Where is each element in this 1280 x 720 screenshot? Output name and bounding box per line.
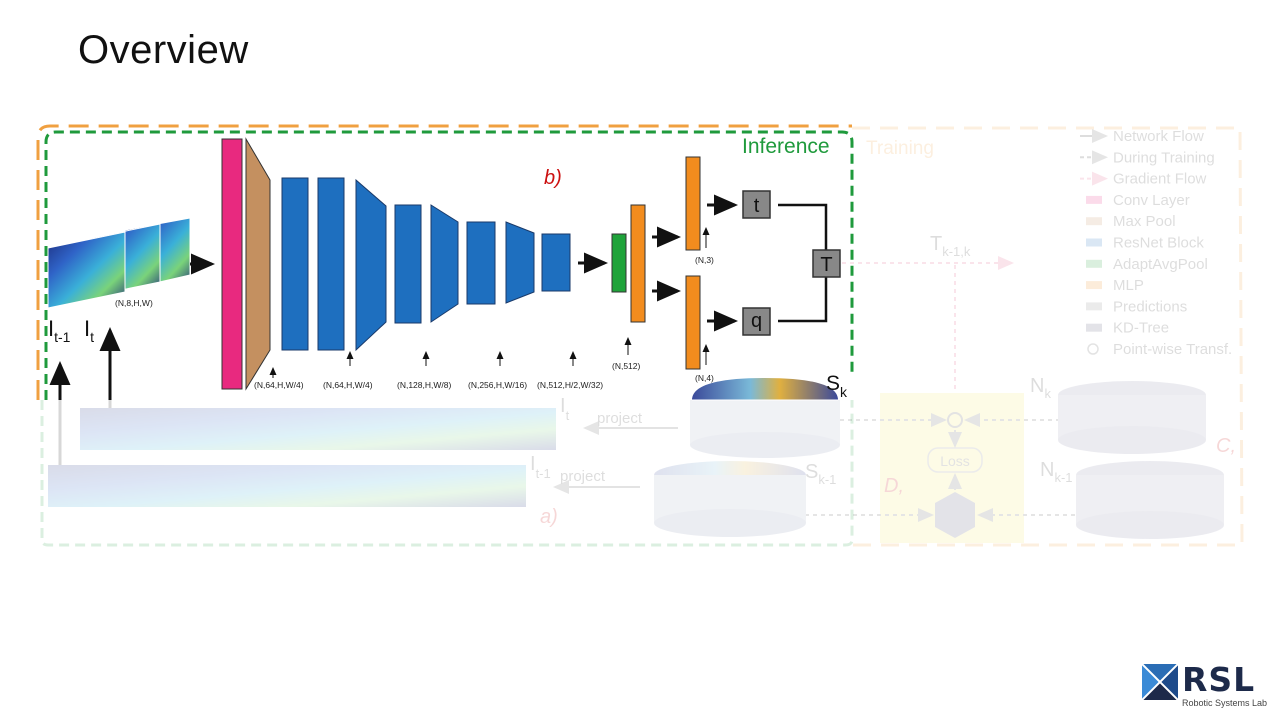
translation-output-box [742,190,771,219]
loss-label: Loss [940,453,970,469]
conv-layer [221,138,243,390]
loss-region [880,393,1024,543]
legend-label: MLP [1113,277,1144,294]
mlp-shared [630,204,646,323]
mlp-rotation [685,275,701,370]
logo-subtitle: Robotic Systems Lab [1182,698,1268,708]
projected-image-t [80,408,556,450]
resnet-block-1a [281,177,309,351]
panel-d-label: D, [884,475,904,497]
dim-mlp-t-label: (N,3) [695,255,714,265]
dim-res3-label: (N,256,H,W/16) [468,380,527,390]
scan-cloud-k-minus-1 [654,461,806,537]
s-k-label: Sk [826,372,848,400]
dim-pool-label: (N,512) [612,361,641,371]
n-k-label: Nk [1030,375,1051,401]
adaptive-avg-pool [611,233,627,293]
rotation-output-label: q [751,310,762,332]
legend-marker [1086,323,1102,332]
legend-label: Network Flow [1113,128,1204,145]
legend-marker [1086,238,1102,247]
rsl-logo-mark-icon [1141,663,1179,701]
resnet-down-3 [505,221,535,304]
proj-i-t-minus-1-label: It-1 [530,453,551,481]
resnet-block-4 [541,233,571,292]
dimension-annotations: (N,64,H,W/4) (N,64,H,W/4) (N,128,H,W/8) … [254,227,714,390]
panel-a-label: a) [540,506,558,528]
mlp-translation [685,156,701,251]
legend-marker [1086,302,1102,311]
slide-title: Overview [78,28,249,72]
legend-marker [1086,281,1102,290]
legend-label: KD-Tree [1113,320,1169,337]
legend-label: AdaptAvgPool [1113,256,1208,273]
maxpool-layer [245,137,271,391]
normals-cloud-k [1058,381,1206,454]
translation-output-label: t [754,195,760,217]
t-k-minus-1-k-label: Tk-1,k [930,233,971,259]
dim-res1-label: (N,64,H,W/4) [323,380,373,390]
resnet-block-2 [394,204,422,324]
legend-label: Predictions [1113,298,1187,315]
legend-label: Gradient Flow [1113,171,1207,188]
scan-cloud-k [692,378,838,401]
rsl-logo: RSL Robotic Systems Lab [1141,660,1268,710]
project-label-2: project [560,468,606,485]
legend-marker [1086,217,1102,226]
projected-image-t-minus-1 [48,465,526,507]
s-k-minus-1-label: Sk-1 [805,461,836,487]
legend-label: During Training [1113,149,1215,166]
transform-output-label: T [820,254,832,276]
legend-label: Point-wise Transf. [1113,341,1232,358]
legend-marker [1087,343,1099,355]
input-range-images [47,217,191,309]
resnet-block-3 [466,221,496,305]
normals-cloud-k-minus-1 [1076,461,1224,539]
dim-res4-label: (N,512,H/2,W/32) [537,380,603,390]
resnet-down-1 [355,178,387,352]
resnet-down-2 [430,204,459,323]
dim-mlp-q-label: (N,4) [695,373,714,383]
legend-label: Conv Layer [1113,192,1190,209]
panel-b-label: b) [544,167,562,189]
legend-label: ResNet Block [1113,235,1204,252]
rotation-output-box [742,307,771,336]
resnet-block-1b [317,177,345,351]
training-label: Training [866,138,934,159]
pointwise-transform [947,412,963,428]
legend-marker [1086,259,1102,268]
inference-label: Inference [742,135,830,158]
dim-res2-label: (N,128,H,W/8) [397,380,451,390]
input-label-t-minus-1: It-1 [48,316,71,345]
proj-i-t-label: It [560,395,570,423]
n-k-minus-1-label: Nk-1 [1040,459,1073,485]
logo-text: RSL [1182,660,1256,699]
kd-tree-hexagon [935,492,975,538]
legend-marker [1086,195,1102,204]
inference-border [44,130,854,400]
input-dim-label: (N,8,H,W) [115,298,153,308]
input-label-t: It [84,316,94,345]
panel-c-label: C, [1216,435,1236,457]
project-label-1: project [597,410,643,427]
loss-box [927,447,983,473]
legend-label: Max Pool [1113,213,1176,230]
transform-output-box [812,249,841,278]
dim-conv-label: (N,64,H,W/4) [254,380,304,390]
